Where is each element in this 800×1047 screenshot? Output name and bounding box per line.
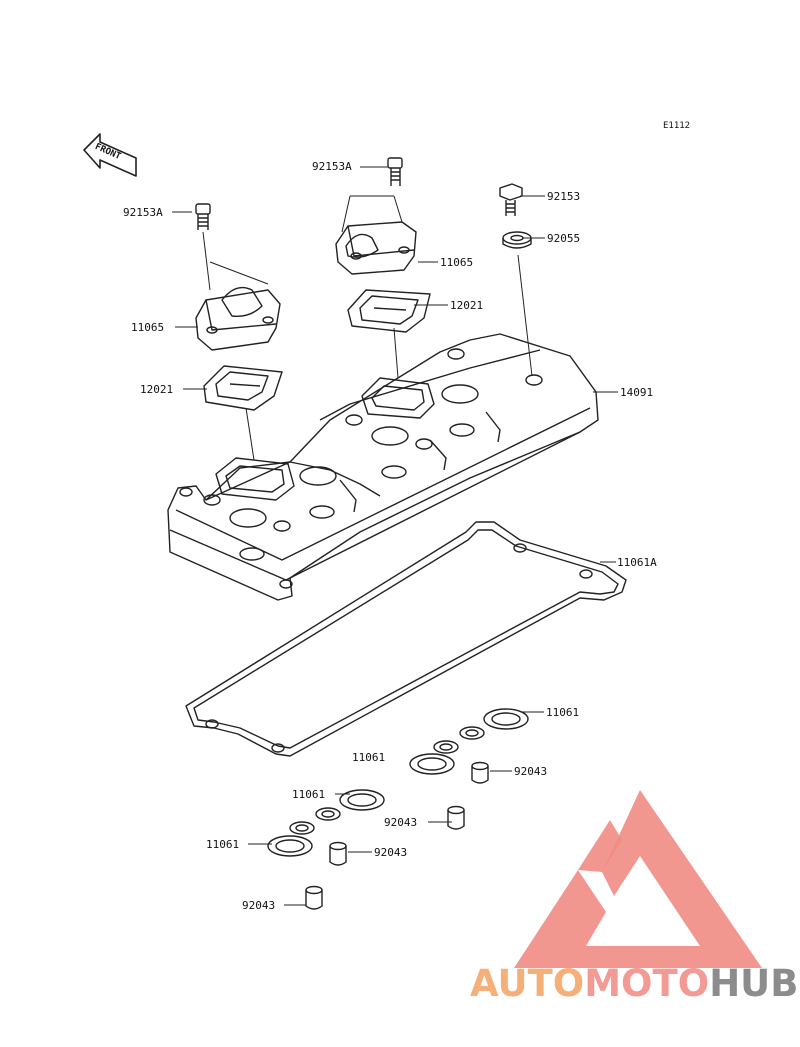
brand-wordmark: AUTOMOTOHUB	[470, 962, 800, 1005]
bolt-92153a-top	[387, 157, 403, 186]
diagram-code: E1112	[663, 121, 691, 131]
bolt-92153	[499, 183, 523, 216]
front-arrow-icon	[83, 133, 137, 177]
callout-label: 14091	[620, 386, 654, 399]
head-cover-gasket-11061a	[185, 521, 627, 757]
brand-wordmark-auto: AUTO	[470, 962, 585, 1005]
callout-label: 92043	[374, 846, 408, 859]
plug-gasket-set-left	[267, 789, 385, 910]
callout-label: 11065	[131, 321, 165, 334]
callout-label: 92043	[384, 816, 418, 829]
brand-logo-icon	[514, 790, 762, 968]
callout-label: 11061	[206, 838, 240, 851]
head-cover-14091	[167, 333, 599, 601]
callout-label: 11061	[352, 751, 386, 764]
callout-label: 92153A	[312, 160, 352, 173]
washer-92055	[502, 231, 532, 249]
callout-label: 11061A	[617, 556, 657, 569]
callout-label: 92043	[514, 765, 548, 778]
leader-lines	[172, 166, 618, 906]
callout-label: 12021	[140, 383, 174, 396]
callout-label: 11061	[546, 706, 580, 719]
callout-label: 11061	[292, 788, 326, 801]
callout-label: 92153A	[123, 206, 163, 219]
callout-label: 92153	[547, 190, 581, 203]
brand-wordmark-hub: HUB	[709, 962, 799, 1005]
bolt-92153a-left	[195, 203, 211, 230]
breather-cover-11065-left	[195, 286, 281, 351]
callout-label: 12021	[450, 299, 484, 312]
breather-cover-11065-top	[335, 221, 417, 275]
gasket-12021-top	[347, 289, 431, 333]
callout-label: 92043	[242, 899, 276, 912]
callout-label: 11065	[440, 256, 474, 269]
plug-gasket-set-right	[409, 708, 529, 830]
brand-wordmark-moto: MOTO	[584, 962, 710, 1005]
gasket-12021-left	[203, 365, 283, 411]
callout-label: 92055	[547, 232, 581, 245]
